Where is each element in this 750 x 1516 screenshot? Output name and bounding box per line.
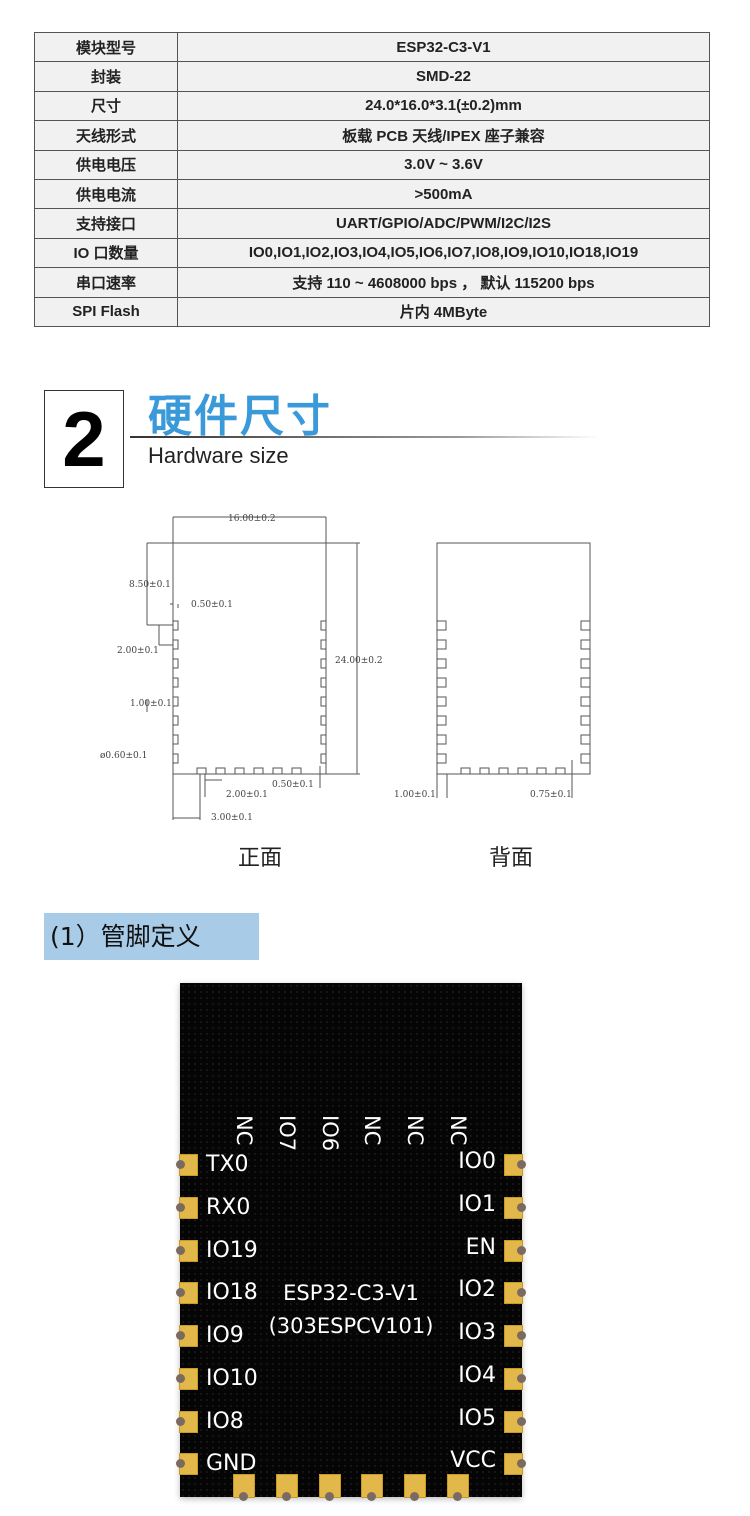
module-name: ESP32-C3-V1 — [283, 1281, 419, 1305]
dim-width: 16.00±0.2 — [228, 514, 276, 524]
pin-label-right: IO0 — [458, 1149, 496, 1174]
spec-value: IO0,IO1,IO2,IO3,IO4,IO5,IO6,IO7,IO8,IO9,… — [177, 237, 710, 269]
dim-top: 8.50±0.1 — [129, 580, 171, 590]
pin-label-top: NC — [232, 1115, 256, 1146]
pin-label-left: IO8 — [206, 1409, 244, 1434]
spec-key: 封装 — [34, 61, 178, 92]
dim-back-right: 0.75±0.1 — [530, 790, 572, 800]
pin-label-left: IO19 — [206, 1238, 258, 1263]
pin-pad — [176, 1197, 198, 1219]
pin-label-right: IO3 — [458, 1320, 496, 1345]
pin-pad — [447, 1474, 469, 1501]
dim-bottom-edge: 0.50±0.1 — [272, 780, 314, 790]
spec-value: 24.0*16.0*3.1(±0.2)mm — [177, 90, 710, 122]
pin-label-left: IO9 — [206, 1323, 244, 1348]
pin-pad — [176, 1368, 198, 1390]
spec-row: 天线形式板载 PCB 天线/IPEX 座子兼容 — [34, 120, 710, 151]
spec-value: 支持 110 ~ 4608000 bps ， 默认 115200 bps — [177, 267, 710, 298]
spec-value: ESP32-C3-V1 — [177, 31, 710, 63]
pin-pad — [176, 1411, 198, 1433]
pin-pad — [176, 1453, 198, 1475]
pin-pad — [176, 1282, 198, 1304]
pin-pad — [233, 1474, 255, 1501]
dim-pitch: 2.00±0.1 — [117, 646, 159, 656]
pin-pad — [319, 1474, 341, 1501]
dim-height: 24.00±0.2 — [335, 656, 383, 666]
back-view-label: 背面 — [489, 846, 534, 871]
spec-value: 3.0V ~ 3.6V — [177, 149, 710, 180]
title-divider — [130, 436, 600, 438]
module-code: (303ESPCV101) — [268, 1314, 434, 1338]
spec-row: 供电电流>500mA — [34, 178, 710, 210]
spec-key: 串口速率 — [34, 267, 178, 298]
pin-label-left: TX0 — [206, 1152, 249, 1177]
spec-key: SPI Flash — [34, 296, 178, 327]
pin-label-right: VCC — [450, 1448, 496, 1473]
spec-value: SMD-22 — [177, 61, 710, 92]
pin-pad — [504, 1197, 526, 1219]
pin-label-top: NC — [403, 1115, 427, 1146]
pin-label-right: EN — [465, 1235, 496, 1260]
pin-pad — [504, 1453, 526, 1475]
pin-pad — [504, 1154, 526, 1176]
spec-key: 供电电流 — [34, 178, 178, 210]
spec-key: IO 口数量 — [34, 237, 178, 269]
dim-bottom-offset: 3.00±0.1 — [211, 813, 253, 823]
pin-label-right: IO4 — [458, 1363, 496, 1388]
pin-pad — [176, 1154, 198, 1176]
pin-label-left: RX0 — [206, 1195, 251, 1220]
pin-pad — [504, 1240, 526, 1262]
spec-row: 串口速率支持 110 ~ 4608000 bps ， 默认 115200 bps — [34, 267, 710, 298]
dimension-drawing: 16.00±0.2 24.00±0.2 8.50±0.1 0.50±0.1 2.… — [100, 514, 591, 823]
section-number: 2 — [44, 390, 124, 488]
pin-definition-heading: (1）管脚定义 — [44, 913, 259, 960]
dim-hole: ø0.60±0.1 — [100, 751, 147, 761]
section-subtitle: Hardware size — [148, 443, 289, 468]
spec-key: 尺寸 — [34, 90, 178, 122]
pin-label-top: IO6 — [318, 1115, 342, 1152]
pin-pad — [404, 1474, 426, 1501]
spec-value: >500mA — [177, 178, 710, 210]
section-title: 硬件尺寸 — [148, 391, 332, 442]
dim-edge: 0.50±0.1 — [191, 600, 233, 610]
spec-value: 板载 PCB 天线/IPEX 座子兼容 — [177, 120, 710, 151]
spec-key: 支持接口 — [34, 208, 178, 239]
dim-back-left: 1.00±0.1 — [394, 790, 436, 800]
pin-pad — [361, 1474, 383, 1501]
pin-pad — [176, 1325, 198, 1347]
dim-pad: 1.00±0.1 — [130, 699, 172, 709]
dim-bottom-pitch: 2.00±0.1 — [226, 790, 268, 800]
pin-label-left: IO18 — [206, 1280, 258, 1305]
pin-label-right: IO1 — [458, 1192, 496, 1217]
pin-label-right: IO5 — [458, 1406, 496, 1431]
pin-pad — [504, 1282, 526, 1304]
pin-label-right: IO2 — [458, 1277, 496, 1302]
spec-key: 模块型号 — [34, 31, 178, 63]
pin-pad — [276, 1474, 298, 1501]
spec-value: UART/GPIO/ADC/PWM/I2C/I2S — [177, 208, 710, 239]
front-view-label: 正面 — [238, 846, 283, 871]
spec-key: 天线形式 — [34, 120, 178, 151]
spec-key: 供电电压 — [34, 149, 178, 180]
pin-pad — [504, 1411, 526, 1433]
pin-label-top: IO7 — [275, 1115, 299, 1152]
spec-value: 片内 4MByte — [177, 296, 710, 327]
pin-label-top: NC — [446, 1115, 470, 1146]
pin-label-left: IO10 — [206, 1366, 258, 1391]
pin-label-top: NC — [360, 1115, 384, 1146]
pin-pad — [504, 1325, 526, 1347]
pin-pad — [176, 1240, 198, 1262]
pin-pad — [504, 1368, 526, 1390]
pin-label-left: GND — [206, 1451, 257, 1476]
